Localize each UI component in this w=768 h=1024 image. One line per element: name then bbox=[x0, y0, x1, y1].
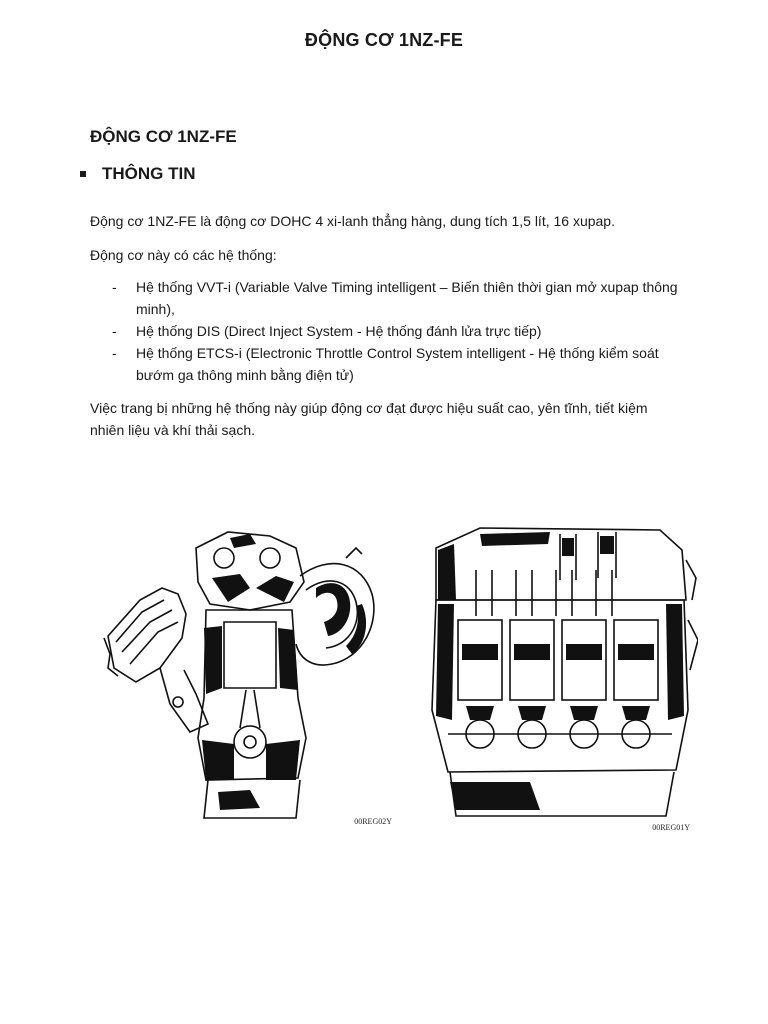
section-title: ĐỘNG CƠ 1NZ-FE bbox=[90, 127, 237, 146]
subsection-title: THÔNG TIN bbox=[102, 164, 196, 183]
systems-list: - Hệ thống VVT-i (Variable Valve Timing … bbox=[112, 276, 692, 386]
list-item-text: Hệ thống ETCS-i (Electronic Throttle Con… bbox=[136, 345, 659, 383]
list-item: - Hệ thống ETCS-i (Electronic Throttle C… bbox=[112, 342, 692, 386]
square-bullet-icon bbox=[80, 171, 86, 177]
paragraph-intro: Động cơ 1NZ-FE là động cơ DOHC 4 xi-lanh… bbox=[90, 213, 615, 229]
engine-side-cutaway-illustration bbox=[103, 531, 375, 819]
list-dash: - bbox=[112, 323, 117, 339]
document-title: ĐỘNG CƠ 1NZ-FE bbox=[304, 30, 464, 50]
figure-code-front: 00REG01Y bbox=[652, 823, 690, 832]
paragraph-benefits: Việc trang bị những hệ thống này giúp độ… bbox=[90, 400, 648, 438]
engine-front-view-figure: 00REG01Y bbox=[420, 520, 698, 836]
list-dash: - bbox=[112, 345, 117, 361]
engine-side-view-figure: 00REG02Y bbox=[100, 518, 400, 834]
list-item: - Hệ thống DIS (Direct Inject System - H… bbox=[112, 320, 692, 342]
engine-front-cutaway-illustration bbox=[431, 527, 698, 817]
list-item: - Hệ thống VVT-i (Variable Valve Timing … bbox=[112, 276, 692, 320]
list-item-text: Hệ thống VVT-i (Variable Valve Timing in… bbox=[136, 279, 678, 317]
figure-code-side: 00REG02Y bbox=[354, 817, 392, 826]
list-item-text: Hệ thống DIS (Direct Inject System - Hệ … bbox=[136, 323, 542, 339]
list-dash: - bbox=[112, 279, 117, 295]
subsection-heading: THÔNG TIN bbox=[80, 164, 196, 184]
paragraph-systems-intro: Động cơ này có các hệ thống: bbox=[90, 247, 277, 263]
